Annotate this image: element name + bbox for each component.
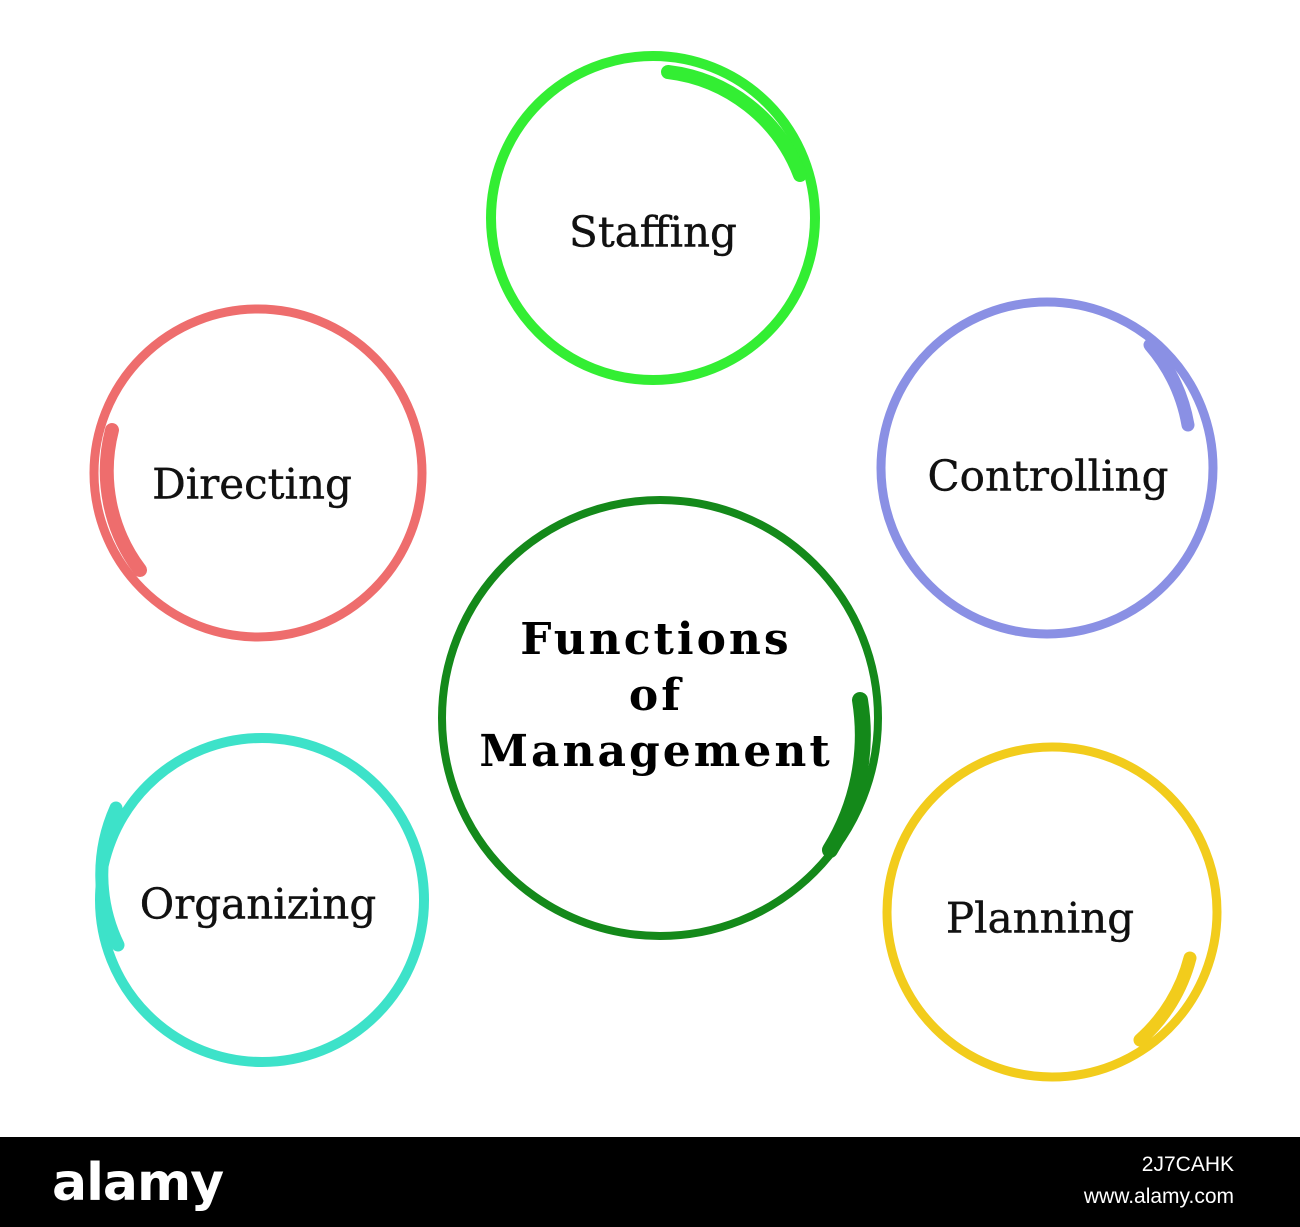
watermark-logo: alamy	[52, 1153, 224, 1213]
controlling-circle	[876, 297, 1218, 639]
center-title-line-1: Functions	[520, 614, 792, 665]
staffing-label: Staffing	[569, 207, 737, 257]
directing-circle	[89, 304, 427, 642]
center-title: Functions of Management	[479, 612, 832, 780]
controlling-label: Controlling	[927, 451, 1169, 501]
diagram	[89, 51, 1222, 1082]
watermark-bar: alamy 2J7CAHK www.alamy.com	[0, 1137, 1300, 1227]
staffing-circle	[486, 51, 820, 385]
center-circle	[438, 496, 882, 940]
watermark-site: www.alamy.com	[1083, 1185, 1234, 1208]
planning-circle	[882, 742, 1222, 1082]
planning-label: Planning	[945, 893, 1135, 943]
organizing-label: Organizing	[139, 879, 377, 929]
center-title-line-3: Management	[479, 726, 833, 777]
organizing-circle	[95, 733, 429, 1067]
directing-label: Directing	[152, 459, 352, 509]
watermark-image-code: 2J7CAHK	[1141, 1153, 1234, 1176]
center-title-line-2: of	[628, 670, 684, 721]
